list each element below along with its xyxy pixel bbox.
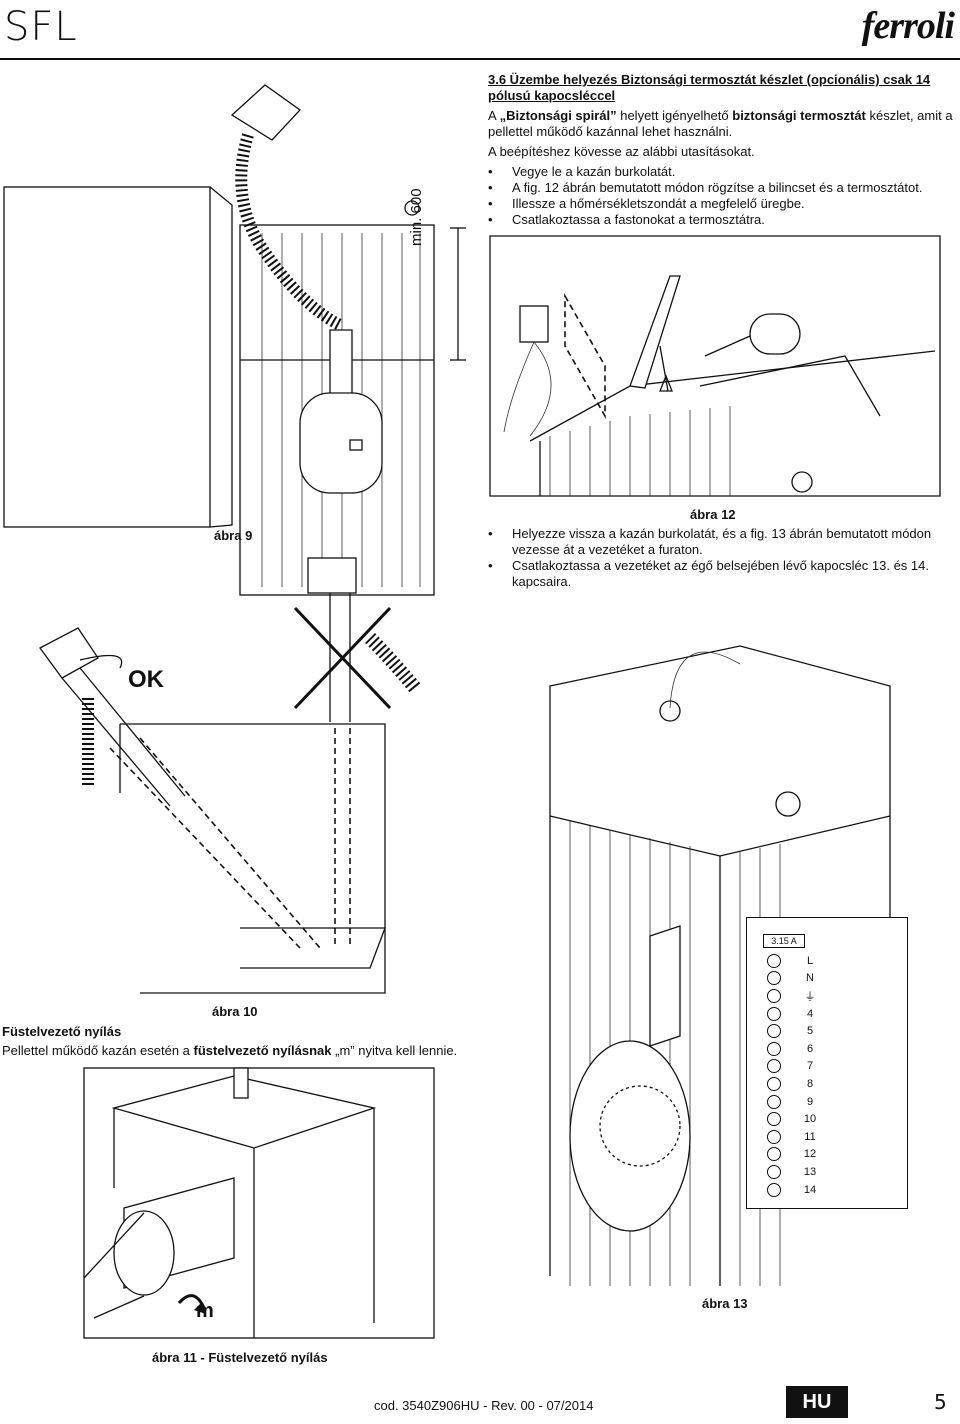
terminal-row: 11 [767, 1128, 827, 1146]
terminal-screw-icon [767, 1129, 781, 1144]
terminal-screw-icon [767, 1024, 781, 1039]
terminal-label: 10 [803, 1113, 817, 1126]
flue-title: Füstelvezető nyílás [2, 1024, 122, 1039]
flue-text-bold: füstelvezető nyílásnak [193, 1043, 332, 1058]
terminal-screw-icon [767, 1182, 781, 1197]
figure-12-caption: ábra 12 [690, 507, 736, 522]
terminal-row: 14 [767, 1181, 827, 1199]
terminal-label: 7 [806, 1060, 814, 1073]
page-number: 5 [934, 1390, 947, 1414]
terminal-list: L N ⏚ 4 5 6 7 8 [767, 952, 827, 1198]
intro-mid: helyett igényelhető [616, 108, 733, 123]
terminal-row: ⏚ [767, 987, 827, 1005]
terminal-row: 8 [767, 1075, 827, 1093]
flue-text-post: „m” nyitva kell lennie. [331, 1043, 458, 1058]
document-title: SFL [4, 4, 78, 50]
flue-text: Pellettel működő kazán esetén a füstelve… [2, 1043, 457, 1058]
fuse-label: 3.15 A [763, 934, 805, 948]
terminal-label: L [806, 954, 814, 967]
terminal-row: 12 [767, 1146, 827, 1164]
terminal-label: 9 [806, 1095, 814, 1108]
list-item: Helyezze vissza a kazán burkolatát, és a… [488, 526, 954, 558]
min-clearance-label: min. 600 [408, 188, 425, 246]
intro-bold-2: biztonsági termosztát [732, 108, 866, 123]
terminal-screw-icon [767, 1112, 781, 1127]
terminal-label: 8 [806, 1077, 814, 1090]
list-item: Illessze a hőmérsékletszondát a megfelel… [488, 196, 954, 212]
figure-13-caption: ábra 13 [702, 1296, 748, 1311]
brand-logo: ferroli [861, 5, 955, 47]
figure-11-illustration [83, 1067, 435, 1339]
terminal-screw-icon [767, 1076, 781, 1091]
steps-list-2: Helyezze vissza a kazán burkolatát, és a… [488, 526, 954, 590]
terminal-label: N [806, 972, 814, 985]
terminal-label: ⏚ [804, 990, 816, 1003]
terminal-row: 5 [767, 1022, 827, 1040]
figure-12-illustration [489, 235, 941, 497]
section-3-6: 3.6 Üzembe helyezés Biztonsági termosztá… [488, 72, 954, 228]
list-item: Csatlakoztassa a fastonokat a termosztát… [488, 212, 954, 228]
language-badge: HU [786, 1386, 848, 1418]
list-item: A fig. 12 ábrán bemutatott módon rögzíts… [488, 180, 954, 196]
intro-pre: A [488, 108, 500, 123]
terminal-row: N [767, 970, 827, 988]
terminal-label: 14 [803, 1183, 817, 1196]
list-item: Vegye le a kazán burkolatát. [488, 164, 954, 180]
terminal-label: 4 [806, 1007, 814, 1020]
terminal-row: 10 [767, 1110, 827, 1128]
terminal-label: 6 [806, 1042, 814, 1055]
terminal-label: 11 [804, 1130, 816, 1143]
ok-label: OK [128, 666, 164, 693]
terminal-row: 7 [767, 1058, 827, 1076]
terminal-screw-icon [767, 1164, 781, 1179]
terminal-row: L [767, 952, 827, 970]
intro-paragraph: A „Biztonsági spirál” helyett igényelhet… [488, 108, 954, 140]
terminal-screw-icon [767, 1059, 781, 1074]
terminal-row: 9 [767, 1093, 827, 1111]
terminal-block: 3.15 A L N ⏚ 4 5 6 7 [746, 917, 908, 1209]
terminal-label: 12 [803, 1148, 817, 1161]
terminal-label: 13 [803, 1165, 817, 1178]
steps-list: Vegye le a kazán burkolatát. A fig. 12 á… [488, 164, 954, 228]
figure-9-caption: ábra 9 [214, 528, 253, 543]
terminal-screw-icon [767, 1041, 781, 1056]
figure-9-illustration [3, 84, 466, 596]
flue-text-pre: Pellettel működő kazán esetén a [2, 1043, 194, 1058]
terminal-screw-icon [767, 1006, 781, 1021]
terminal-screw-icon [767, 1094, 781, 1109]
intro-bold-1: „Biztonsági spirál” [499, 108, 617, 123]
terminal-screw-icon [767, 971, 781, 986]
flue-opening-label: m [196, 1300, 214, 1322]
terminal-row: 4 [767, 1005, 827, 1023]
terminal-row: 13 [767, 1163, 827, 1181]
intro-post: készlet, amit a pellettel működő kazánna… [488, 108, 953, 139]
terminal-row: 6 [767, 1040, 827, 1058]
figure-10-illustration [39, 557, 421, 994]
header-divider [0, 58, 960, 60]
footer-code: cod. 3540Z906HU - Rev. 00 - 07/2014 [374, 1398, 594, 1413]
terminal-screw-icon [767, 953, 781, 968]
figure-10-caption: ábra 10 [212, 1004, 258, 1019]
terminal-label: 5 [806, 1025, 814, 1038]
steps-intro: A beépítéshez kövesse az alábbi utasítás… [488, 144, 755, 159]
terminal-screw-icon [767, 1147, 781, 1162]
section-title: 3.6 Üzembe helyezés Biztonsági termosztá… [488, 72, 931, 103]
figure-11-caption: ábra 11 - Füstelvezető nyílás [152, 1350, 328, 1365]
list-item: Csatlakoztassa a vezetéket az égő belsej… [488, 558, 954, 590]
terminal-screw-icon [767, 988, 781, 1003]
